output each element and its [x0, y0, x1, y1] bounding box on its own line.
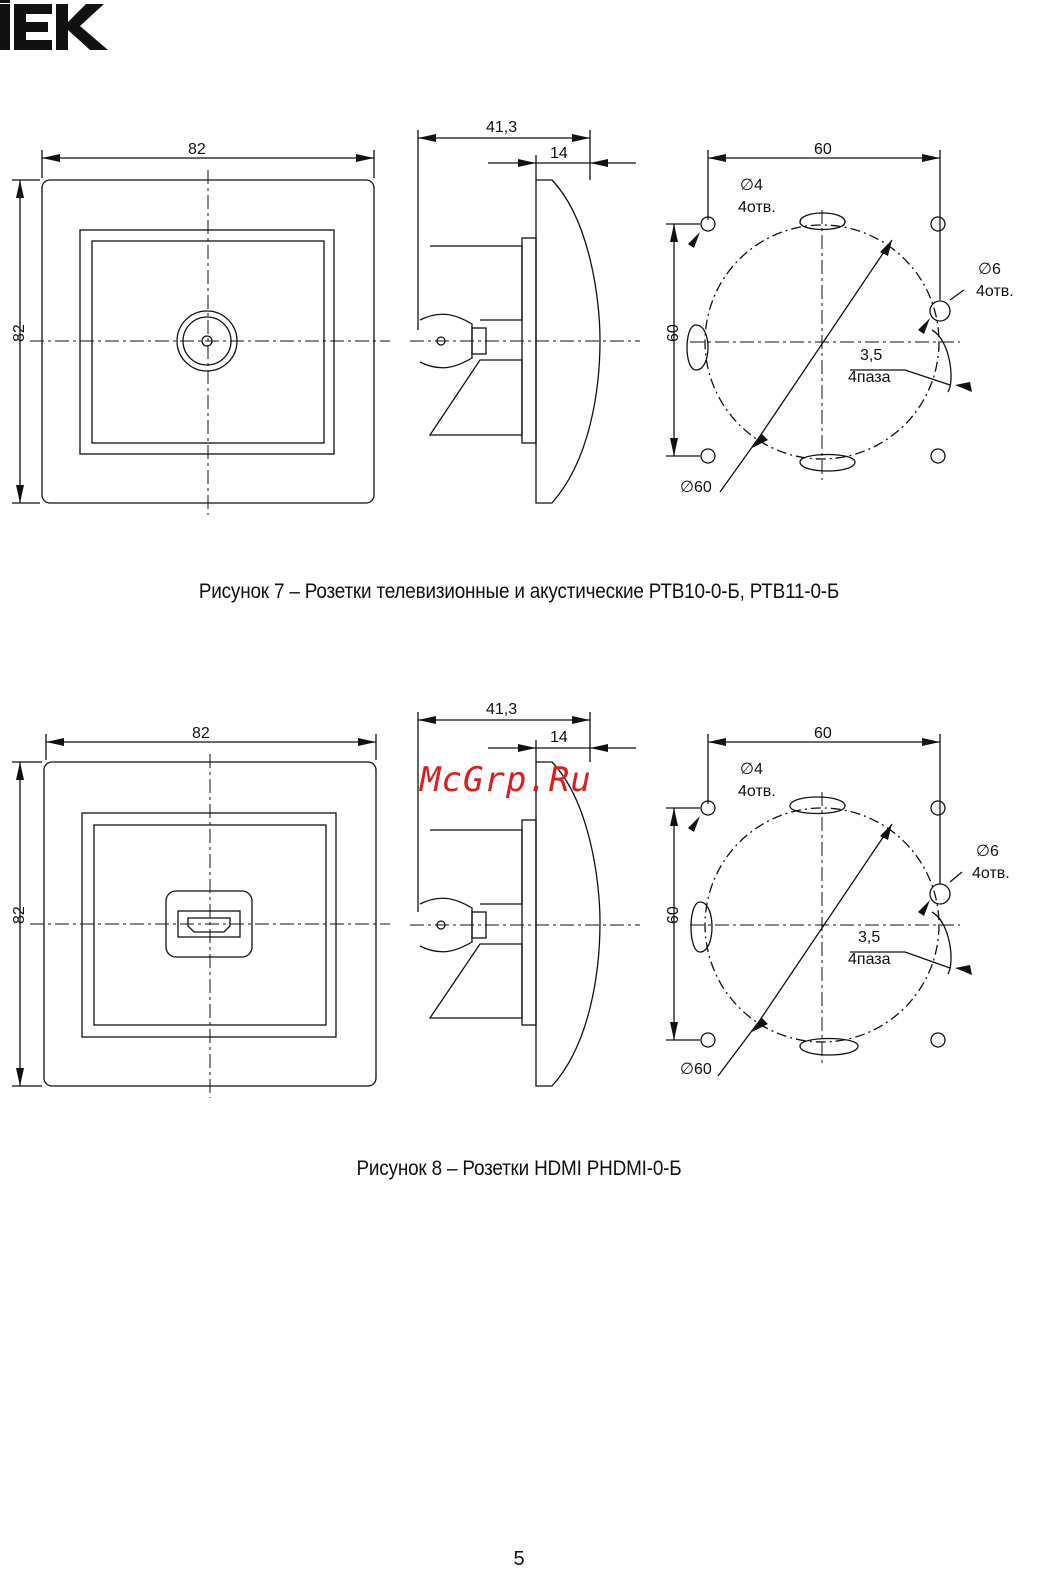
slot-width-label: 3,5 [858, 929, 880, 946]
figure-8-caption: Рисунок 8 – Розетки HDMI PHDMI-0-Б [52, 1157, 986, 1181]
circle-dia-label: ∅60 [680, 1061, 712, 1078]
mount-span-v-label: 60 [665, 324, 682, 342]
hole-large-count-label: 4отв. [976, 283, 1014, 300]
hole-large-label: ∅6 [978, 261, 1001, 278]
hole-small-count-label: 4отв. [738, 199, 776, 216]
hole-small-label: ∅4 [740, 177, 763, 194]
frame-depth-label: 14 [550, 145, 568, 162]
slot-width-label: 3,5 [860, 347, 882, 364]
figure-8: 82 82 41,3 14 60 60 ∅4 4отв. ∅6 4отв. 3,… [0, 694, 1038, 1114]
frame-depth-label: 14 [550, 729, 568, 746]
slot-count-label: 4паза [848, 369, 891, 386]
hole-large-count-label: 4отв. [972, 865, 1010, 882]
front-width-label: 82 [192, 725, 210, 742]
depth-label: 41,3 [486, 701, 517, 718]
front-height-label: 82 [11, 324, 28, 342]
circle-dia-label: ∅60 [680, 479, 712, 496]
hole-large-label: ∅6 [976, 843, 999, 860]
figure-7: 82 82 41,3 14 60 60 ∅4 4отв. ∅6 4отв. 3,… [0, 110, 1038, 530]
mount-span-v-label: 60 [665, 906, 682, 924]
figure-7-drawing: 82 82 41,3 14 60 60 ∅4 4отв. ∅6 4отв. 3,… [0, 110, 1038, 530]
figure-8-drawing: 82 82 41,3 14 60 60 ∅4 4отв. ∅6 4отв. 3,… [0, 694, 1038, 1114]
slot-count-label: 4паза [848, 951, 891, 968]
front-height-label: 82 [11, 906, 28, 924]
hole-small-label: ∅4 [740, 761, 763, 778]
page-number: 5 [0, 1548, 1038, 1571]
mount-span-h-label: 60 [814, 725, 832, 742]
hole-small-count-label: 4отв. [738, 783, 776, 800]
watermark: McGrp.Ru [420, 760, 592, 800]
iek-logo [0, 0, 112, 52]
front-width-label: 82 [188, 141, 206, 158]
figure-7-caption: Рисунок 7 – Розетки телевизионные и акус… [52, 580, 986, 604]
depth-label: 41,3 [486, 119, 517, 136]
mount-span-h-label: 60 [814, 141, 832, 158]
